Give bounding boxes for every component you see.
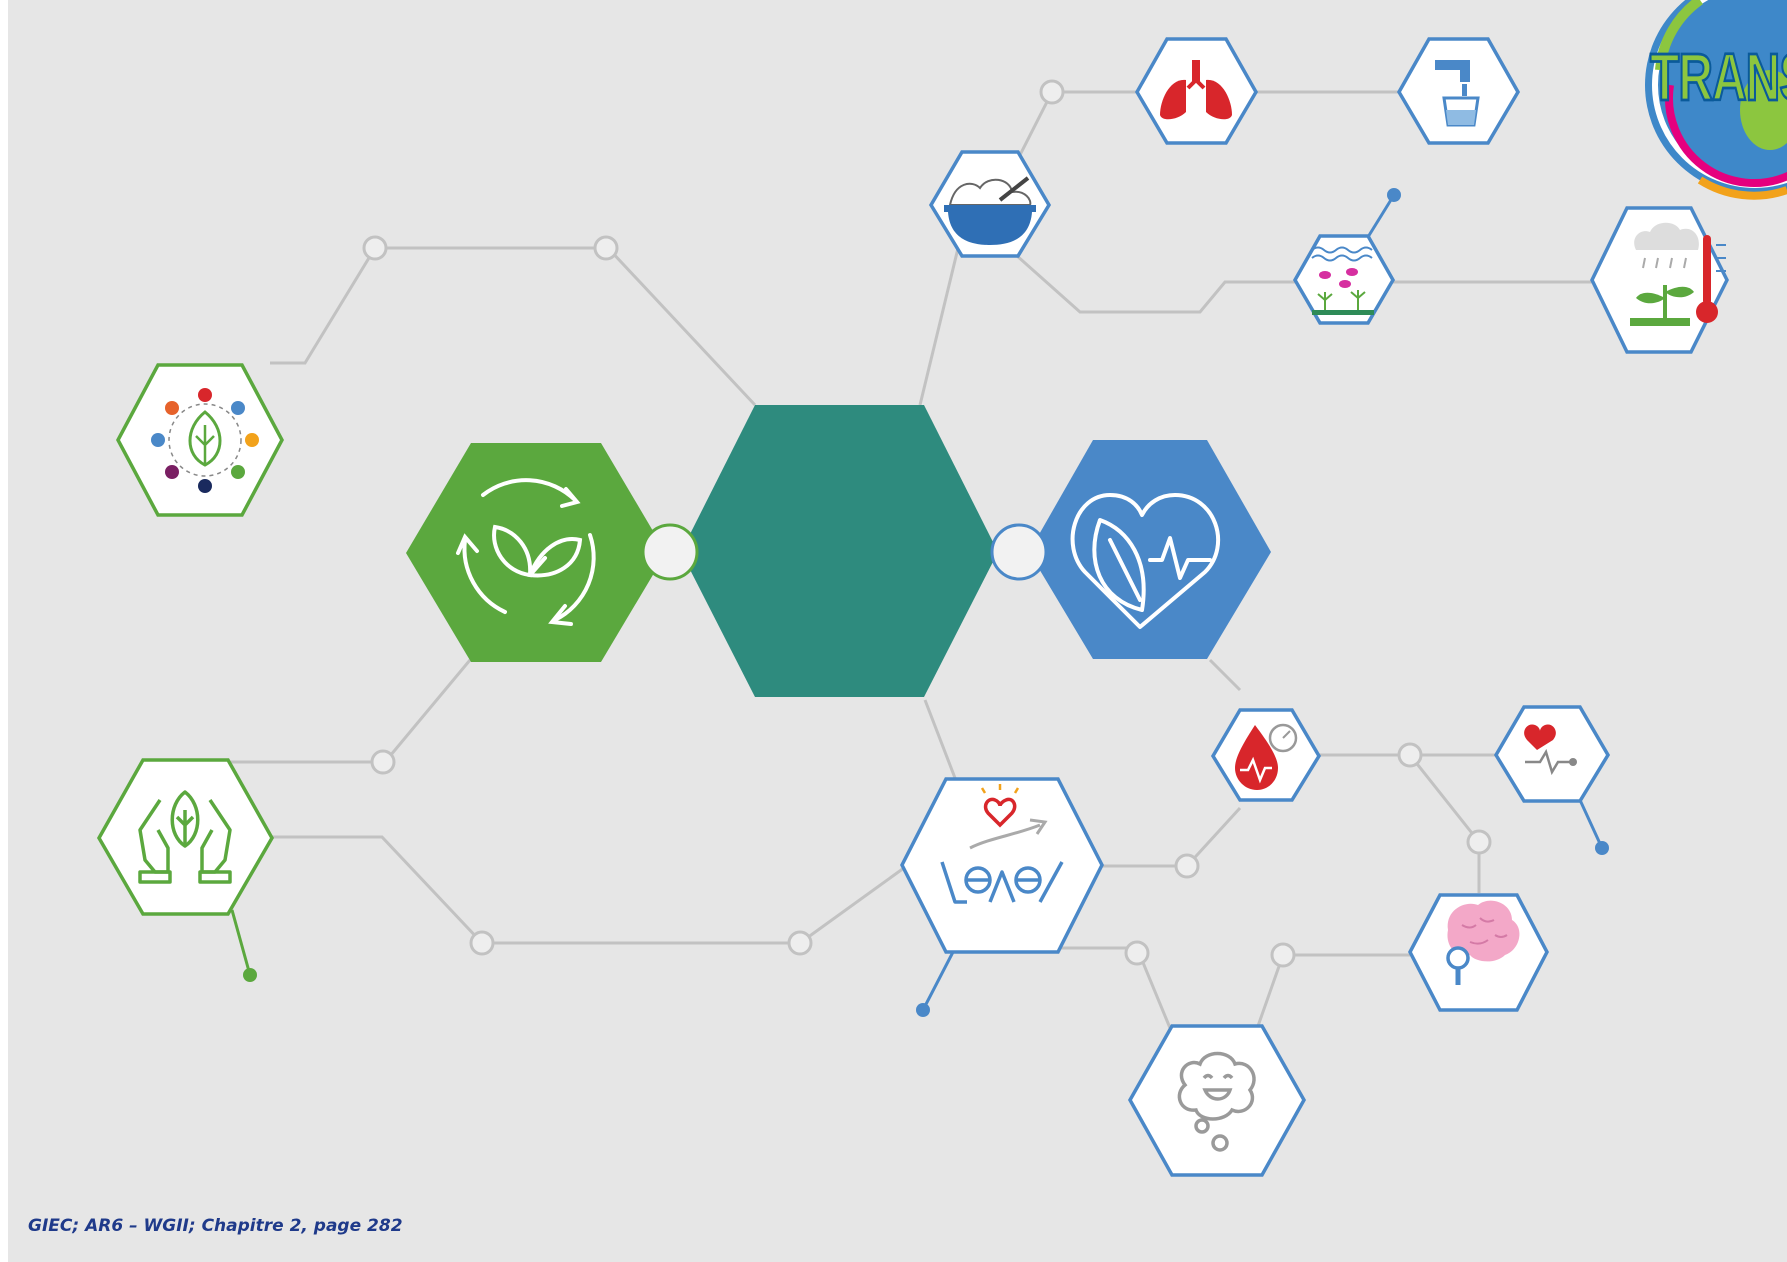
connector-nodes (362, 79, 1492, 968)
link-circle-left (641, 523, 699, 581)
badge-title: TRANSFO (1649, 40, 1787, 117)
health-hexagon (1029, 440, 1271, 659)
water-tap-glass-icon (1435, 60, 1480, 127)
transformation-badge (1645, 0, 1787, 200)
connector-dot (1595, 841, 1609, 855)
ecosystem-hexagon (406, 443, 666, 662)
connector-dot (916, 1003, 930, 1017)
hands-protecting-leaf-icon (138, 790, 232, 884)
center-hexagon (681, 405, 998, 697)
happy-people-heart-icon (940, 784, 1064, 904)
blood-drop-gauge-icon (1235, 723, 1298, 790)
connector-dot (243, 968, 257, 982)
source-caption: GIEC; AR6 – WGII; Chapitre 2, page 282 (28, 1216, 403, 1236)
brain-magnifier-icon (1446, 900, 1520, 985)
aquatic-hexagon (1292, 234, 1396, 325)
recycle-leaves-icon (456, 478, 596, 626)
heart-leaf-pulse-icon (1070, 493, 1221, 629)
rice-bowl-icon (944, 176, 1036, 245)
link-circle-right (990, 523, 1048, 581)
smiling-thought-cloud-icon (1177, 1051, 1256, 1152)
water-hexagon (1396, 37, 1521, 145)
lungs-icon (1160, 60, 1232, 120)
heart-rate-hexagon (1493, 705, 1611, 803)
heart-pulse-icon (1524, 724, 1577, 776)
fish-seaweed-icon (1311, 246, 1374, 315)
leaf-in-colored-circle-icon (151, 388, 259, 493)
rain-plant-thermometer-icon (1630, 222, 1726, 326)
wellbeing-hexagon (900, 777, 1104, 954)
connector-dot (1387, 188, 1401, 202)
